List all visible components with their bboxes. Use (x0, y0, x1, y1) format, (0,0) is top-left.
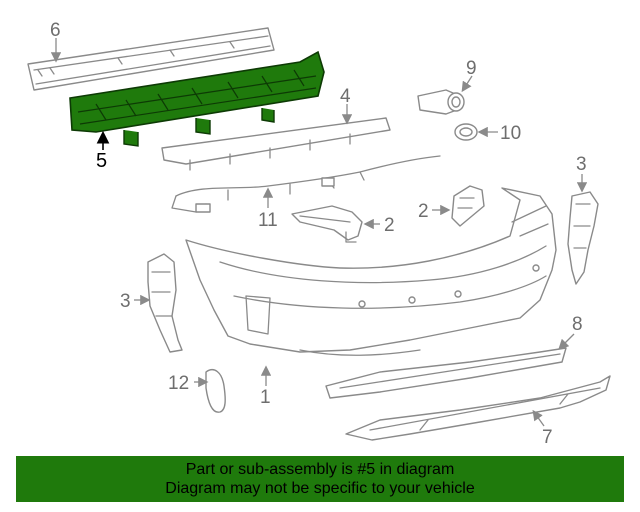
callout-9[interactable]: 9 (466, 58, 477, 79)
callout-12[interactable]: 12 (168, 373, 189, 394)
callout-3-right[interactable]: 3 (576, 154, 587, 175)
callout-5[interactable]: 5 (96, 150, 107, 172)
part-2-bracket-center[interactable] (291, 205, 380, 243)
part-10-sensor-ring[interactable] (454, 123, 498, 141)
part-5-energy-absorber[interactable] (69, 50, 325, 150)
part-2-bracket-right[interactable] (432, 185, 485, 227)
info-banner: Part or sub-assembly is #5 in diagram Di… (16, 456, 624, 502)
callout-2-right[interactable]: 2 (418, 201, 429, 222)
banner-line-2: Diagram may not be specific to your vehi… (165, 480, 475, 497)
callout-8[interactable]: 8 (572, 314, 583, 335)
part-12-reflector[interactable] (194, 368, 226, 413)
callout-2-center[interactable]: 2 (384, 215, 395, 236)
part-6-reinforcement[interactable] (27, 27, 275, 91)
parts-diagram: 6 5 4 11 9 10 (27, 20, 611, 448)
callout-4[interactable]: 4 (340, 86, 351, 107)
part-3-side-bracket-right[interactable] (567, 174, 599, 285)
callout-1[interactable]: 1 (260, 387, 271, 408)
part-11-wiring-harness[interactable] (171, 155, 441, 213)
part-3-side-bracket-left[interactable] (134, 253, 183, 353)
banner-line-1: Part or sub-assembly is #5 in diagram (185, 461, 455, 478)
callout-11[interactable]: 11 (258, 210, 278, 231)
part-8-lower-trim[interactable] (325, 333, 575, 399)
part-1-bumper-fascia[interactable] (185, 187, 557, 386)
part-4-support-bracket[interactable] (161, 104, 391, 171)
callout-7[interactable]: 7 (542, 427, 553, 448)
part-9-park-assist-sensor[interactable] (417, 75, 473, 115)
callout-3-left[interactable]: 3 (120, 291, 131, 312)
part-7-rear-diffuser[interactable] (345, 375, 611, 441)
callout-6[interactable]: 6 (50, 20, 61, 41)
callout-10[interactable]: 10 (500, 123, 521, 144)
